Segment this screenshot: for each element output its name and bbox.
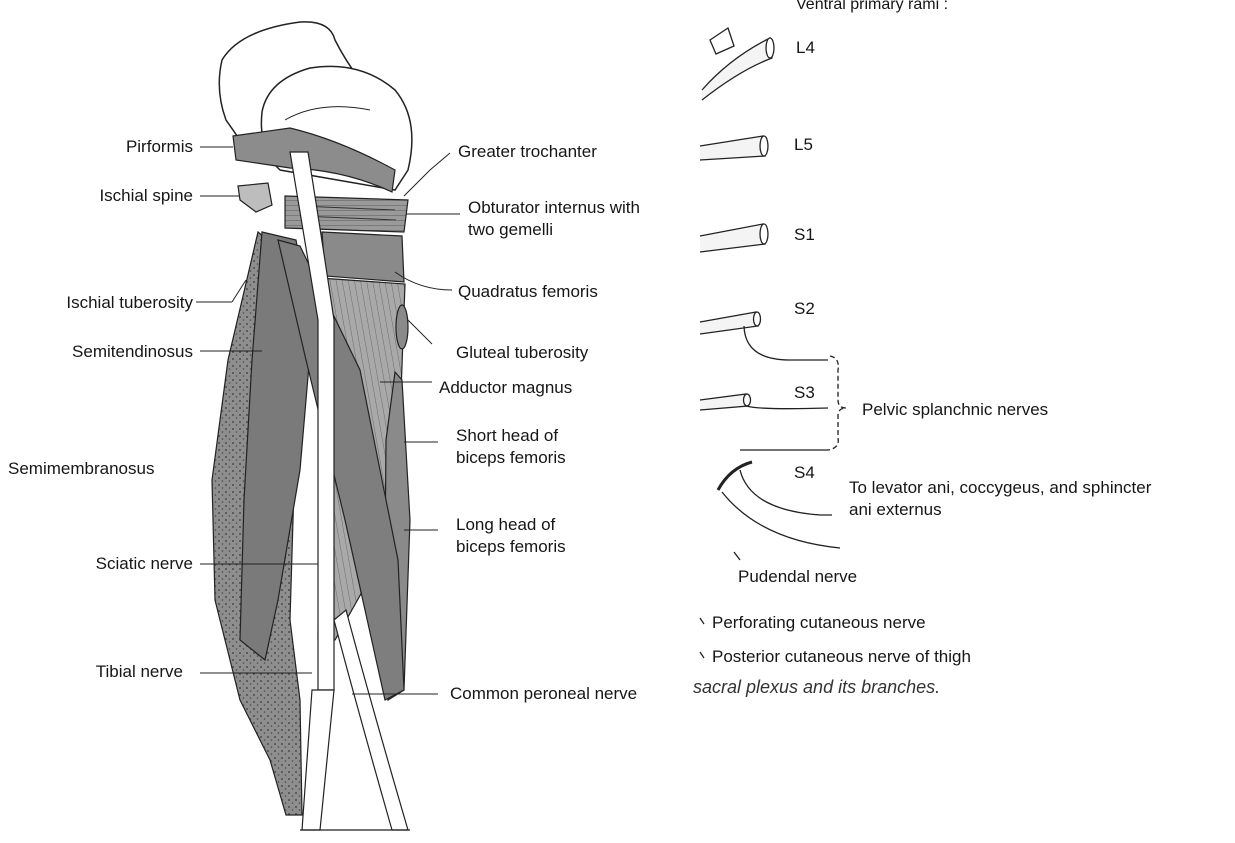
label-greater-trochanter: Greater trochanter [458, 141, 597, 162]
label-sciatic-nerve: Sciatic nerve [96, 553, 193, 574]
label-levator-line1: To levator ani, coccygeus, and sphincter [849, 477, 1151, 498]
label-long-head-line1: Long head of [456, 514, 555, 535]
label-ischial-spine: Ischial spine [99, 185, 193, 206]
ischial-spine [238, 183, 272, 212]
label-tibial-nerve: Tibial nerve [96, 661, 183, 682]
label-short-head-line1: Short head of [456, 425, 558, 446]
sacral-plexus-diagram [700, 28, 846, 658]
label-pudendal-nerve: Pudendal nerve [738, 566, 857, 587]
label-perforating-cutaneous: Perforating cutaneous nerve [712, 612, 926, 633]
quadratus-femoris [322, 232, 404, 282]
label-ramus-s1: S1 [794, 224, 815, 245]
label-common-peroneal-nerve: Common peroneal nerve [450, 683, 637, 704]
label-posterior-cutaneous: Posterior cutaneous nerve of thigh [712, 646, 971, 667]
label-ramus-l5: L5 [794, 134, 813, 155]
label-ramus-l4: L4 [796, 37, 815, 58]
label-short-head-line2: biceps femoris [456, 447, 566, 468]
label-ventral-primary-rami: Ventral primary rami : [796, 0, 948, 15]
label-ischial-tuberosity: Ischial tuberosity [66, 292, 193, 313]
label-semimembranosus: Semimembranosus [8, 458, 154, 479]
label-ramus-s3: S3 [794, 382, 815, 403]
label-quadratus-femoris: Quadratus femoris [458, 281, 598, 302]
label-adductor-magnus: Adductor magnus [439, 377, 572, 398]
label-pelvic-splanchnic: Pelvic splanchnic nerves [862, 399, 1048, 420]
label-gluteal-tuberosity: Gluteal tuberosity [456, 342, 588, 363]
gluteal-tuberosity [396, 305, 408, 349]
label-obturator-line1: Obturator internus with [468, 197, 640, 218]
label-semitendinosus: Semitendinosus [72, 341, 193, 362]
label-obturator-line2: two gemelli [468, 219, 553, 240]
tibial-nerve [302, 690, 334, 830]
figure-caption: sacral plexus and its branches. [693, 677, 940, 698]
label-levator-line2: ani externus [849, 499, 942, 520]
label-ramus-s4: S4 [794, 462, 815, 483]
label-long-head-line2: biceps femoris [456, 536, 566, 557]
label-ramus-s2: S2 [794, 298, 815, 319]
label-piriformis: Pirformis [126, 136, 193, 157]
